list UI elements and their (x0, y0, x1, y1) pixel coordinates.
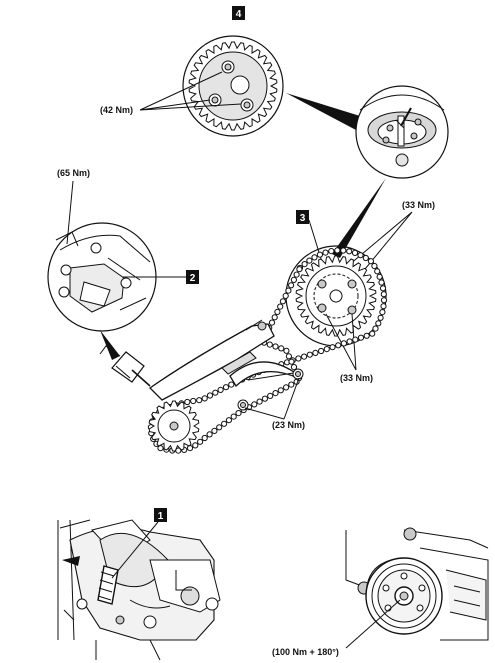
torque-label-42: (42 Nm) (100, 105, 133, 115)
leader-line-42 (139, 71, 242, 111)
callout-badge-1 (154, 508, 167, 522)
leader-line-23 (244, 377, 300, 420)
leader-line-100 (345, 599, 401, 649)
connector-wedge-top (286, 93, 360, 130)
detail-crank-pulley (345, 527, 489, 641)
chain-guide-rails (148, 319, 304, 411)
torque-label-65: (65 Nm) (57, 168, 90, 178)
callout-number-1: 1 (158, 511, 164, 522)
callout-number-3: 3 (300, 213, 306, 224)
torque-label-100: (100 Nm + 180°) (272, 647, 339, 657)
connector-wedge-left (100, 330, 120, 360)
detail-camshaft-sprocket (182, 35, 284, 137)
detail-engine-block (57, 519, 221, 661)
callout-badge-4 (232, 6, 245, 20)
torque-label-23: (23 Nm) (272, 420, 305, 430)
detail-sprocket-closeup (355, 85, 449, 179)
torque-label-33-top: (33 Nm) (402, 200, 435, 210)
leader-line-1 (111, 521, 159, 579)
leader-line-65 (66, 180, 74, 245)
torque-label-33-bottom: (33 Nm) (340, 373, 373, 383)
callout-badge-2 (186, 270, 199, 284)
chain-tensioner (99, 345, 151, 387)
callout-badge-3 (296, 210, 309, 224)
callout-number-2: 2 (190, 273, 196, 284)
detail-tensioner-housing (47, 222, 157, 332)
callout-number-4: 4 (236, 9, 242, 20)
connector-wedge-right (332, 178, 386, 258)
crankshaft-sprocket (148, 400, 200, 452)
